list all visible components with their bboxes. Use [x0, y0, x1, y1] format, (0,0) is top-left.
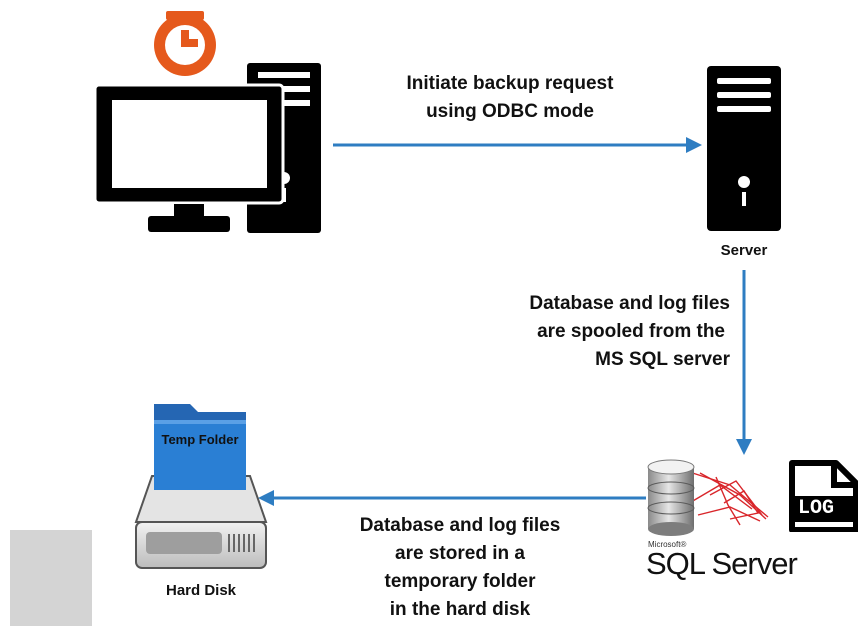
request-line-2: using ODBC mode — [426, 101, 594, 122]
sql-brand-small: Microsoft® — [648, 540, 687, 549]
request-line-1: Initiate backup request — [406, 73, 614, 94]
spool-line-2: are spooled from the — [537, 321, 725, 342]
sql-brand: SQL Server — [646, 546, 798, 581]
server-label: Server — [720, 242, 768, 259]
hard-disk-label: Hard Disk — [165, 582, 237, 599]
folder-icon — [154, 404, 246, 490]
log-badge: LOG — [794, 496, 858, 522]
server-tower-icon — [707, 66, 781, 231]
spool-line-1: Database and log files — [529, 293, 730, 314]
spool-line-3: MS SQL server — [595, 349, 730, 370]
arrow-spool — [736, 270, 752, 455]
computer-monitor-icon — [93, 83, 285, 232]
temp-folder-label: Temp Folder — [161, 432, 239, 447]
arrow-request — [333, 137, 702, 153]
grey-box — [10, 530, 92, 626]
store-line-1: Database and log files — [359, 515, 561, 536]
database-icon — [647, 459, 769, 536]
spool-caption: Database and log files are spooled from … — [490, 290, 730, 374]
store-caption: Database and log files are stored in a t… — [320, 512, 600, 624]
clock-icon — [154, 11, 216, 76]
store-line-4: in the hard disk — [389, 599, 531, 620]
workstation — [93, 11, 321, 233]
store-line-3: temporary folder — [384, 571, 536, 592]
request-caption: Initiate backup request using ODBC mode — [370, 70, 650, 126]
store-line-2: are stored in a — [395, 543, 525, 564]
arrow-store — [258, 490, 646, 506]
